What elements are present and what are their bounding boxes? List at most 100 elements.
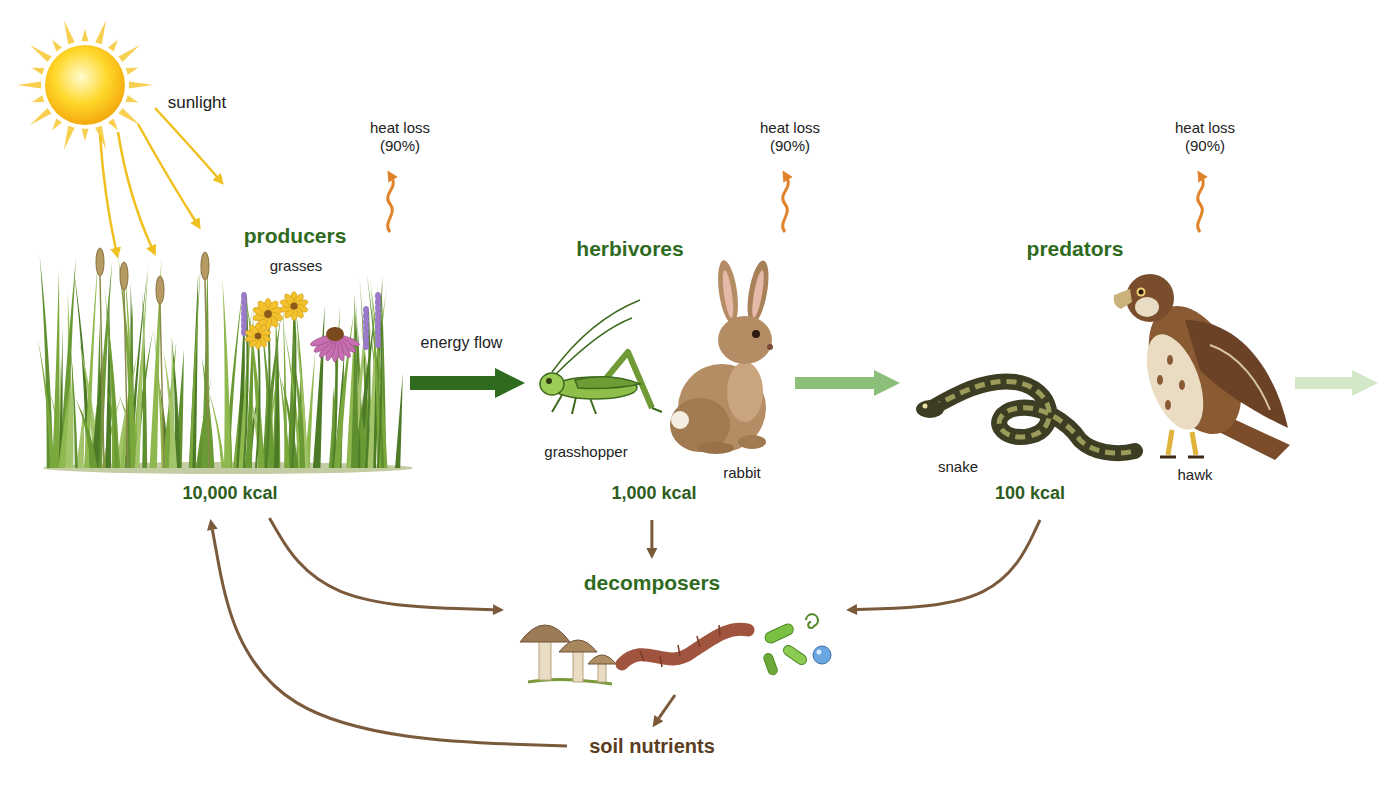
mushrooms xyxy=(520,625,570,642)
grass-blade xyxy=(52,270,59,468)
heat-loss-label: heat loss (90%) xyxy=(749,119,831,155)
seed-head xyxy=(120,262,128,290)
grass-blade xyxy=(189,254,201,468)
sun-ray xyxy=(52,118,62,130)
hawk xyxy=(1157,375,1163,385)
snake xyxy=(916,381,1135,453)
seed-head xyxy=(156,276,164,304)
energy-value: 1,000 kcal xyxy=(611,483,696,504)
grass-blade xyxy=(58,379,71,468)
grasshopper xyxy=(546,378,552,384)
sun-ray xyxy=(64,126,75,150)
grass-blade xyxy=(395,373,403,468)
flower-center xyxy=(264,310,272,318)
grass-blade xyxy=(201,260,209,468)
grass-blade xyxy=(292,306,308,468)
nutrient-pool: soil nutrients xyxy=(567,728,737,764)
snake xyxy=(923,404,928,409)
sun-ray xyxy=(108,40,118,52)
flower-stem xyxy=(292,306,296,468)
heat-loss-arrow xyxy=(388,178,1204,232)
edge-label: energy flow xyxy=(418,334,506,352)
nutrient-flow-arrow xyxy=(857,520,1040,610)
grasshopper xyxy=(540,373,564,395)
sun-ray xyxy=(129,81,153,88)
heat-loss-label: heat loss (90%) xyxy=(1164,119,1246,155)
hawk xyxy=(1168,430,1196,455)
nutrient-flow-arrow xyxy=(650,520,653,548)
sun-ray xyxy=(30,45,52,62)
organism-label: grasses xyxy=(270,257,323,274)
organism-label: grasshopper xyxy=(544,443,627,460)
trophic-level-group: predatorssnakehawk100 kcal xyxy=(900,220,1300,520)
nutrient-flow-arrow xyxy=(659,695,675,718)
rabbit xyxy=(727,362,763,422)
earthworm xyxy=(622,625,748,667)
seed-stem xyxy=(124,290,128,468)
grass-blade xyxy=(274,335,279,468)
trophic-level-group: producersgrasses10,000 kcal xyxy=(40,218,410,518)
grass-blade xyxy=(313,306,325,468)
level-heading: predators xyxy=(1027,237,1124,261)
lavender-bud xyxy=(363,342,369,350)
heat-loss-arrow xyxy=(1198,178,1204,232)
grass-blade xyxy=(59,258,76,468)
sun-ray xyxy=(52,40,62,52)
hawk xyxy=(1167,355,1173,365)
grass-blade xyxy=(104,286,118,468)
energy-value: 10,000 kcal xyxy=(182,483,277,504)
grass-blade xyxy=(371,291,381,468)
sunlight-label: sunlight xyxy=(168,93,227,113)
rabbit xyxy=(744,259,773,325)
grass xyxy=(37,248,402,468)
grass-blade xyxy=(189,273,198,468)
energy-flow-arrow xyxy=(795,377,874,389)
rabbit xyxy=(750,270,766,319)
decomposer-group: decomposers xyxy=(505,560,845,695)
rabbit xyxy=(752,330,760,338)
sunlight-ray xyxy=(100,135,116,250)
rabbit xyxy=(698,442,734,454)
hawk xyxy=(1210,345,1270,410)
heat-loss-arrow xyxy=(783,178,789,232)
snake xyxy=(932,381,1135,453)
pool-label: soil nutrients xyxy=(589,735,715,758)
mushrooms xyxy=(559,640,597,652)
sunlight-ray xyxy=(118,132,152,248)
hawk xyxy=(1126,274,1174,322)
bacteria xyxy=(763,622,795,645)
grass-blade xyxy=(163,349,177,468)
hawk xyxy=(1137,288,1146,297)
hawk xyxy=(1114,274,1290,460)
lavender-bud xyxy=(375,340,381,348)
level-heading: decomposers xyxy=(584,571,721,595)
rabbit xyxy=(721,270,736,319)
sun-ray xyxy=(30,108,52,125)
grass-blade xyxy=(76,399,98,468)
mushrooms xyxy=(588,655,616,664)
sun xyxy=(45,45,125,125)
grasshopper xyxy=(540,300,662,414)
hawk xyxy=(1165,400,1171,410)
seed-stem xyxy=(160,304,164,468)
grasshopper xyxy=(652,408,662,412)
grasshopper xyxy=(552,300,640,372)
sun-ray xyxy=(81,29,88,41)
bacteria xyxy=(813,646,831,664)
earthworm xyxy=(622,629,748,664)
outgoing-energy-arrow xyxy=(1295,377,1352,389)
sun-ray xyxy=(126,68,139,75)
grass-blade xyxy=(351,293,358,468)
wildflower xyxy=(241,292,382,468)
grasshopper xyxy=(575,377,640,389)
grass-blade xyxy=(272,313,280,468)
sun-rays xyxy=(17,20,153,149)
organism-label: snake xyxy=(938,458,978,475)
mushrooms xyxy=(520,625,616,684)
sun-ray xyxy=(64,20,75,44)
grass-blade xyxy=(222,279,230,468)
grasshopper xyxy=(556,318,632,374)
